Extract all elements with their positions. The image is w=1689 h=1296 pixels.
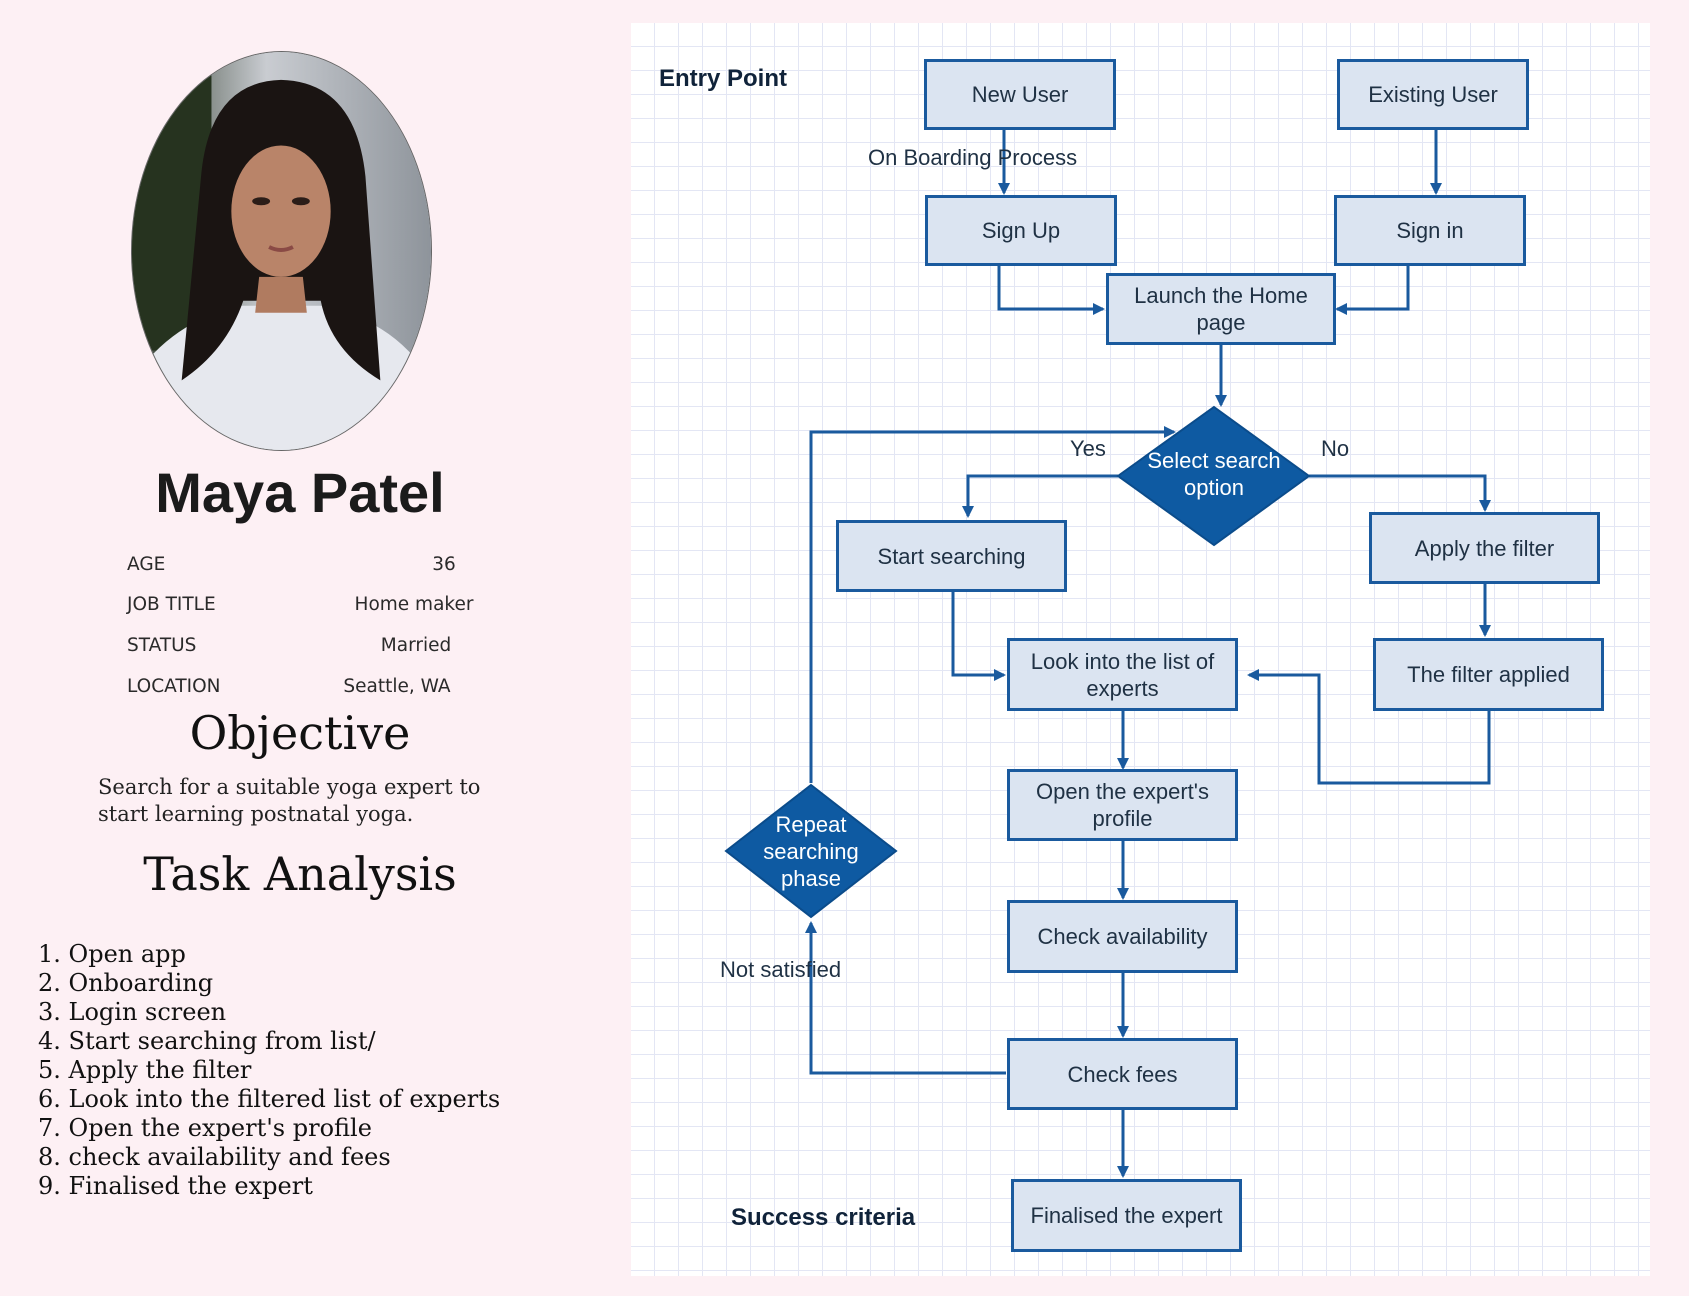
user-flow-diagram: Entry Point Success criteria New User Ex… <box>631 23 1650 1276</box>
detail-value-job-title: Home maker <box>354 594 474 615</box>
decision-repeat-phase <box>724 783 898 919</box>
detail-value-status: Married <box>380 635 452 656</box>
node-start-searching: Start searching <box>836 520 1067 592</box>
node-check-availability: Check availability <box>1007 900 1238 973</box>
flow-connectors <box>724 130 1491 1178</box>
label-repeat-phase: Repeat searching phase <box>763 812 859 891</box>
node-sign-in: Sign in <box>1334 195 1526 266</box>
task-list: 1. Open app 2. Onboarding 3. Login scree… <box>38 940 500 1201</box>
node-filter-applied: The filter applied <box>1373 638 1604 711</box>
edge-label-no: No <box>1321 436 1350 461</box>
edge-start-to-look <box>951 592 1006 681</box>
edge-filtered-to-look <box>1247 669 1491 785</box>
detail-label-status: STATUS <box>127 635 197 656</box>
edge-fees-to-repeat <box>805 921 1006 1075</box>
node-launch-home: Launch the Home page <box>1106 273 1336 345</box>
portrait-image <box>132 52 431 450</box>
detail-label-age: AGE <box>127 554 166 575</box>
detail-value-location: Seattle, WA <box>343 676 451 697</box>
detail-label-job-title: JOB TITLE <box>127 594 216 615</box>
node-finalised-expert: Finalised the expert <box>1011 1179 1242 1252</box>
objective-heading: Objective <box>189 706 411 760</box>
edge-label-yes: Yes <box>1070 436 1106 461</box>
node-existing-user: Existing User <box>1337 59 1529 130</box>
label-select-search: Select search option <box>1147 448 1281 500</box>
node-open-profile: Open the expert's profile <box>1007 769 1238 841</box>
node-new-user: New User <box>924 59 1116 130</box>
task-item: 6. Look into the filtered list of expert… <box>38 1085 501 1113</box>
task-item: 8. check availability and fees <box>38 1143 391 1171</box>
edge-select-no <box>1309 474 1491 512</box>
edge-label-onboarding: On Boarding Process <box>868 145 1078 170</box>
task-item: 1. Open app <box>38 940 186 968</box>
detail-label-location: LOCATION <box>127 676 221 697</box>
persona-panel: Maya Patel AGE 36 JOB TITLE Home maker S… <box>0 0 620 1296</box>
task-analysis-heading: Task Analysis <box>143 847 457 901</box>
objective-text: Search for a suitable yoga expert to sta… <box>98 775 481 826</box>
task-item: 2. Onboarding <box>38 969 214 997</box>
edge-label-not-satisfied: Not satisfied <box>720 957 842 982</box>
node-apply-filter: Apply the filter <box>1369 512 1600 584</box>
task-item: 5. Apply the filter <box>38 1056 252 1084</box>
edge-sign-in-to-launch <box>1335 266 1410 315</box>
entry-point-label: Entry Point <box>659 65 788 92</box>
detail-value-age: 36 <box>432 554 456 575</box>
task-item: 9. Finalised the expert <box>38 1172 313 1200</box>
edge-select-yes <box>962 474 1118 518</box>
task-item: 3. Login screen <box>38 998 227 1026</box>
task-item: 7. Open the expert's profile <box>38 1114 372 1142</box>
persona-name: Maya Patel <box>155 461 445 524</box>
node-sign-up: Sign Up <box>925 195 1117 266</box>
edge-repeat-to-select <box>809 426 1176 783</box>
node-check-fees: Check fees <box>1007 1038 1238 1110</box>
decision-select-search <box>1116 405 1311 547</box>
task-item: 4. Start searching from list/ <box>38 1027 376 1055</box>
edge-sign-up-to-launch <box>997 266 1105 315</box>
success-criteria-label: Success criteria <box>731 1204 916 1231</box>
node-look-list: Look into the list of experts <box>1007 638 1238 711</box>
persona-photo <box>131 51 432 451</box>
